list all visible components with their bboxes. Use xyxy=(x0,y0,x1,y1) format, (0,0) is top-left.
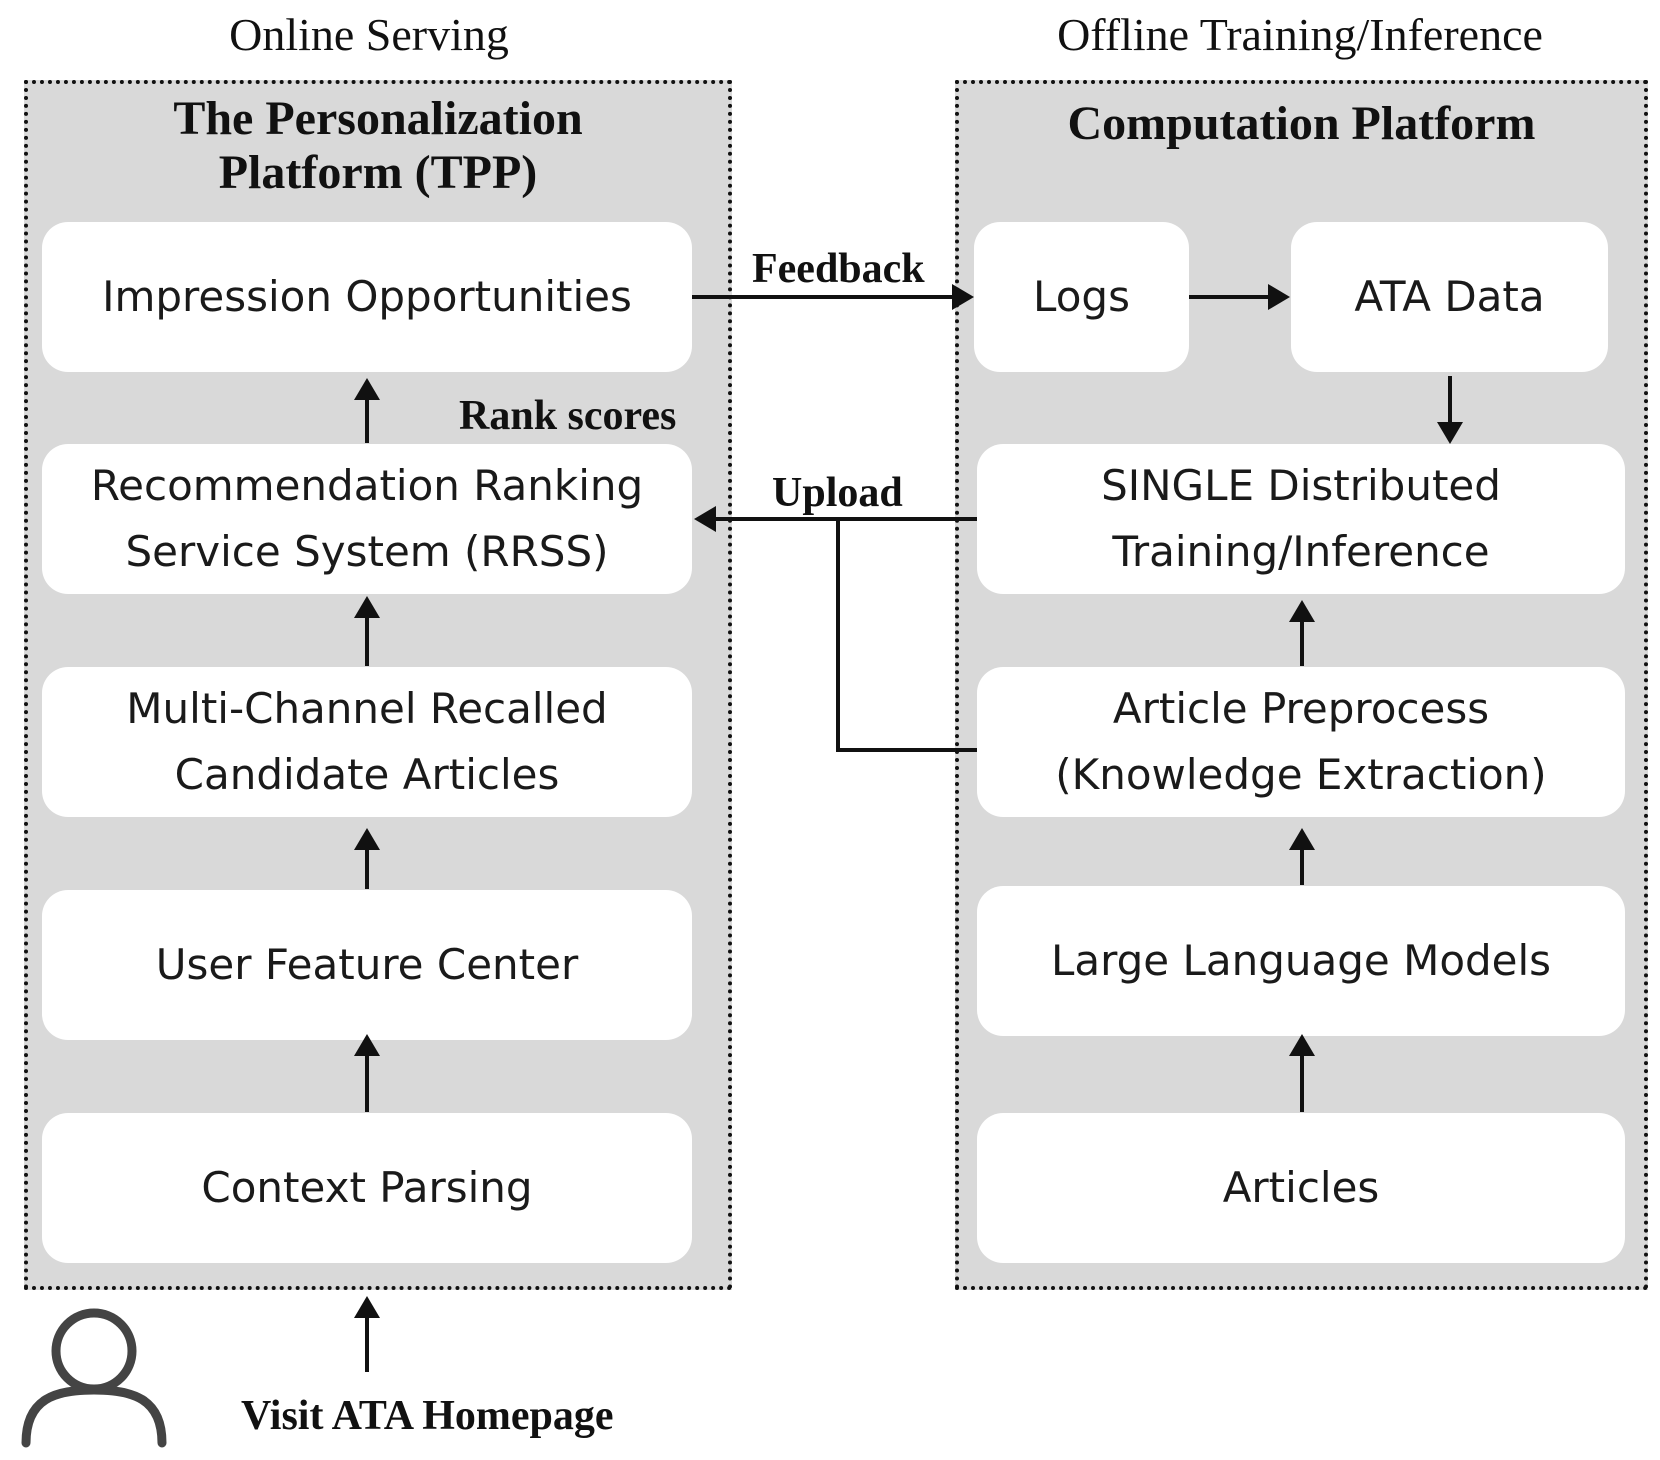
single-training-label-line2: Training/Inference xyxy=(1112,527,1490,576)
arrow-rrss-to-impression xyxy=(354,378,380,443)
upload-label: Upload xyxy=(772,470,903,516)
ata-data-label: ATA Data xyxy=(1354,272,1545,321)
arrow-articles-to-llm xyxy=(1289,1034,1315,1112)
arrow-upload xyxy=(694,506,977,532)
context-parsing-box: Context Parsing xyxy=(42,1113,692,1263)
arrow-user-to-context xyxy=(354,1296,380,1372)
tpp-title-line2: Platform (TPP) xyxy=(218,146,538,199)
feedback-label: Feedback xyxy=(752,246,925,292)
recalled-articles-label-line1: Multi-Channel Recalled xyxy=(126,684,608,733)
article-preprocess-box: Article Preprocess (Knowledge Extraction… xyxy=(977,667,1625,817)
recalled-articles-box: Multi-Channel Recalled Candidate Article… xyxy=(42,667,692,817)
visit-homepage-label: Visit ATA Homepage xyxy=(241,1393,614,1439)
single-training-label-line1: SINGLE Distributed xyxy=(1101,461,1501,510)
context-parsing-label: Context Parsing xyxy=(201,1163,533,1212)
arrow-ata-data-to-single xyxy=(1437,376,1463,444)
tpp-title-line1: The Personalization xyxy=(173,92,583,145)
arrow-user-feature-to-recall xyxy=(354,828,380,889)
article-preprocess-label-line1: Article Preprocess xyxy=(1112,684,1490,733)
rrss-label-line1: Recommendation Ranking xyxy=(90,461,644,510)
arrow-preprocess-to-single xyxy=(1289,600,1315,666)
user-icon xyxy=(21,1308,167,1448)
impression-opportunities-box: Impression Opportunities xyxy=(42,222,692,372)
arrow-llm-to-preprocess xyxy=(1289,828,1315,885)
rrss-label-line2: Service System (RRSS) xyxy=(125,527,609,576)
recalled-articles-label-line2: Candidate Articles xyxy=(174,750,560,799)
offline-training-title: Offline Training/Inference xyxy=(1057,9,1543,60)
llm-box: Large Language Models xyxy=(977,886,1625,1036)
impression-opportunities-label: Impression Opportunities xyxy=(102,272,632,321)
articles-box: Articles xyxy=(977,1113,1625,1263)
arrow-feedback xyxy=(692,284,974,310)
arrow-context-to-user-feature xyxy=(354,1034,380,1112)
rrss-box: Recommendation Ranking Service System (R… xyxy=(42,444,692,594)
logs-label: Logs xyxy=(1033,272,1130,321)
single-training-box: SINGLE Distributed Training/Inference xyxy=(977,444,1625,594)
tpp-panel-title: The Personalization Platform (TPP) xyxy=(24,92,732,200)
arrow-logs-to-ata-data xyxy=(1189,284,1290,310)
articles-label: Articles xyxy=(1222,1163,1380,1212)
ata-data-box: ATA Data xyxy=(1291,222,1608,372)
article-preprocess-label-line2: (Knowledge Extraction) xyxy=(1055,750,1547,799)
user-feature-center-label: User Feature Center xyxy=(155,940,579,989)
logs-box: Logs xyxy=(974,222,1189,372)
computation-panel-title: Computation Platform xyxy=(1067,97,1536,150)
rank-scores-label: Rank scores xyxy=(459,393,677,439)
user-feature-center-box: User Feature Center xyxy=(42,890,692,1040)
online-serving-title: Online Serving xyxy=(229,9,509,60)
connector-preprocess-to-upload xyxy=(836,519,977,752)
llm-label: Large Language Models xyxy=(1050,936,1552,985)
arrow-recall-to-rrss xyxy=(354,596,380,666)
